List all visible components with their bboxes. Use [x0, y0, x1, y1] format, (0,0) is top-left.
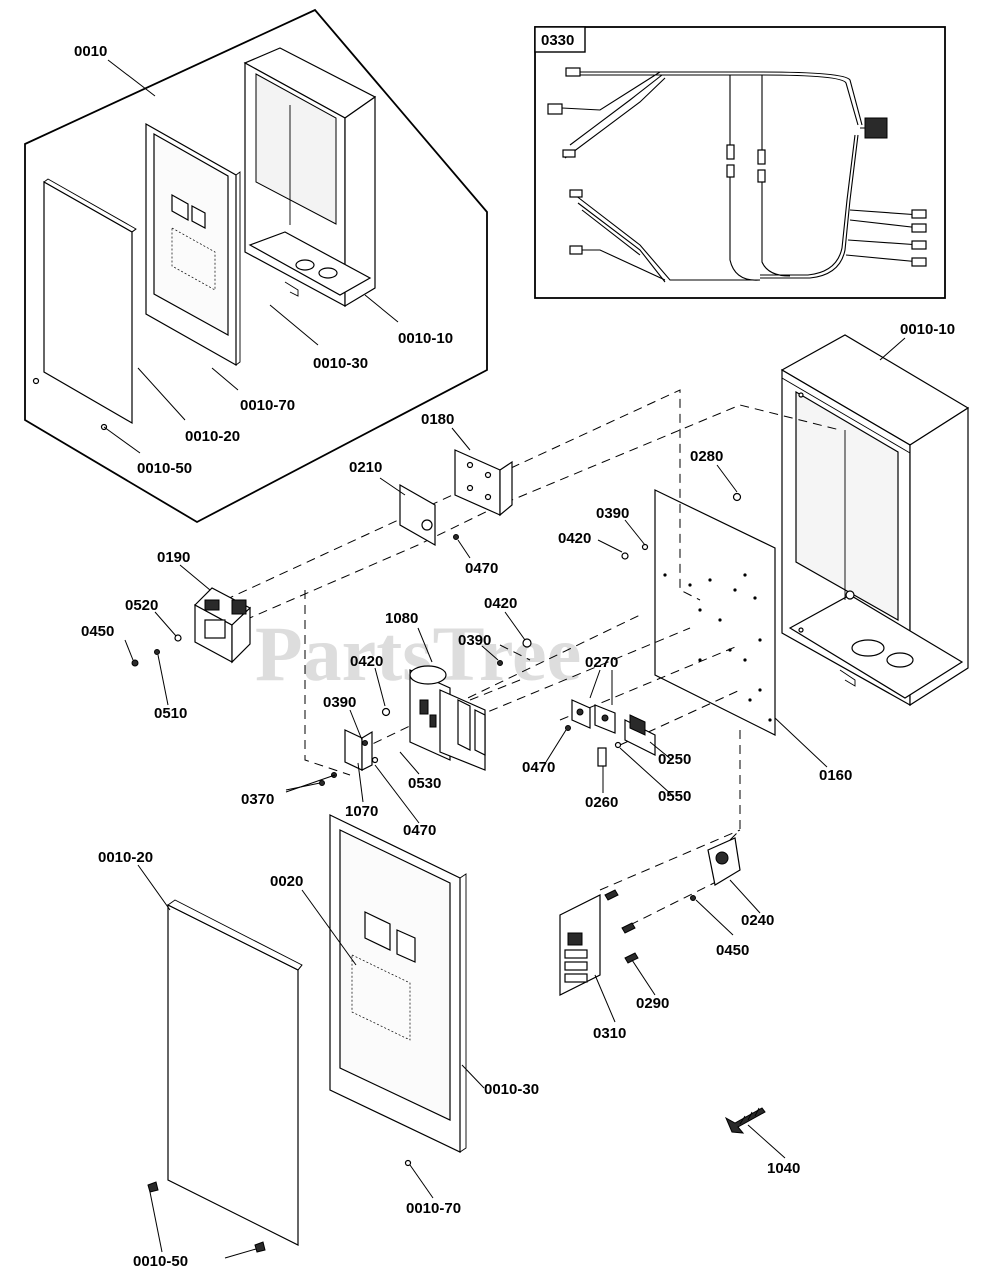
- callout-0390-a: 0390: [596, 505, 629, 522]
- cover-small: [32, 178, 137, 431]
- callout-0420-a: 0420: [558, 530, 591, 547]
- callout-0210: 0210: [349, 459, 382, 476]
- wire-harness: [561, 71, 921, 283]
- callout-0010-30: 0010-30: [484, 1081, 539, 1098]
- callout-0420-b: 0420: [484, 595, 517, 612]
- callout-0420-c: 0420: [350, 653, 383, 670]
- plate-0210: [399, 483, 436, 547]
- callout-0390-b: 0390: [458, 632, 491, 649]
- callout-1070: 1070: [345, 803, 378, 820]
- enclosure-large: [780, 334, 970, 707]
- callout-0470-c: 0470: [522, 759, 555, 776]
- callout-0250: 0250: [658, 751, 691, 768]
- callout-0510: 0510: [154, 705, 187, 722]
- callout-0370: 0370: [241, 791, 274, 808]
- fuse-holder-0250: [624, 714, 656, 756]
- callout-labels: 0010-10 0180 0210 0280 0390 0420 0470 01…: [81, 321, 955, 1270]
- fuse-0260: [597, 747, 607, 767]
- callout-0530: 0530: [408, 775, 441, 792]
- callout-0310: 0310: [593, 1025, 626, 1042]
- screw-1040: [724, 1107, 766, 1134]
- callout-0290: 0290: [636, 995, 669, 1012]
- circuit-board-0310: [559, 894, 601, 996]
- screws-0290: [604, 889, 639, 964]
- leader-lines: [124, 337, 906, 1259]
- callout-0010-20-inset: 0010-20: [185, 428, 240, 445]
- inset-0010-assembly: 0010 0010-10 0010-30 0010-70 0010-20 001…: [24, 8, 488, 524]
- callout-0280: 0280: [690, 448, 723, 465]
- front-panel-small: [145, 122, 241, 367]
- terminal-blocks-0270: [571, 699, 616, 734]
- switch-0190: [194, 587, 252, 664]
- callout-0450-b: 0450: [716, 942, 749, 959]
- callout-0240: 0240: [741, 912, 774, 929]
- enclosure-small: [243, 47, 377, 308]
- callout-0010-10-inset: 0010-10: [398, 330, 453, 347]
- callout-0550: 0550: [658, 788, 691, 805]
- callout-0010-10: 0010-10: [900, 321, 955, 338]
- bracket-0180: [454, 449, 513, 517]
- front-panel-large: [329, 814, 467, 1167]
- mounting-plate: [654, 489, 776, 736]
- callout-0450-a: 0450: [81, 623, 114, 640]
- callout-0010-30-inset: 0010-30: [313, 355, 368, 372]
- callout-0270: 0270: [585, 654, 618, 671]
- callout-0010: 0010: [74, 43, 107, 60]
- callout-0470-b: 0470: [403, 822, 436, 839]
- callout-0330: 0330: [541, 32, 574, 49]
- callout-0190: 0190: [157, 549, 190, 566]
- callout-1040: 1040: [767, 1160, 800, 1177]
- callout-0010-70: 0010-70: [406, 1200, 461, 1217]
- callout-0470-a: 0470: [465, 560, 498, 577]
- relay-0240: [707, 837, 741, 886]
- callout-0160: 0160: [819, 767, 852, 784]
- cover-large: [147, 899, 303, 1253]
- callout-0010-70-inset: 0010-70: [240, 397, 295, 414]
- callout-0180: 0180: [421, 411, 454, 428]
- fasteners: [131, 492, 742, 901]
- callout-0010-20: 0010-20: [98, 849, 153, 866]
- callout-0520: 0520: [125, 597, 158, 614]
- callout-0260: 0260: [585, 794, 618, 811]
- callout-1080: 1080: [385, 610, 418, 627]
- control-board-1080: [409, 665, 486, 771]
- inset-0330-harness: 0330: [534, 26, 946, 299]
- harness-connectors: [547, 67, 927, 267]
- callout-0020: 0020: [270, 873, 303, 890]
- callout-0010-50-inset: 0010-50: [137, 460, 192, 477]
- callout-0390-c: 0390: [323, 694, 356, 711]
- callout-0010-50: 0010-50: [133, 1253, 188, 1270]
